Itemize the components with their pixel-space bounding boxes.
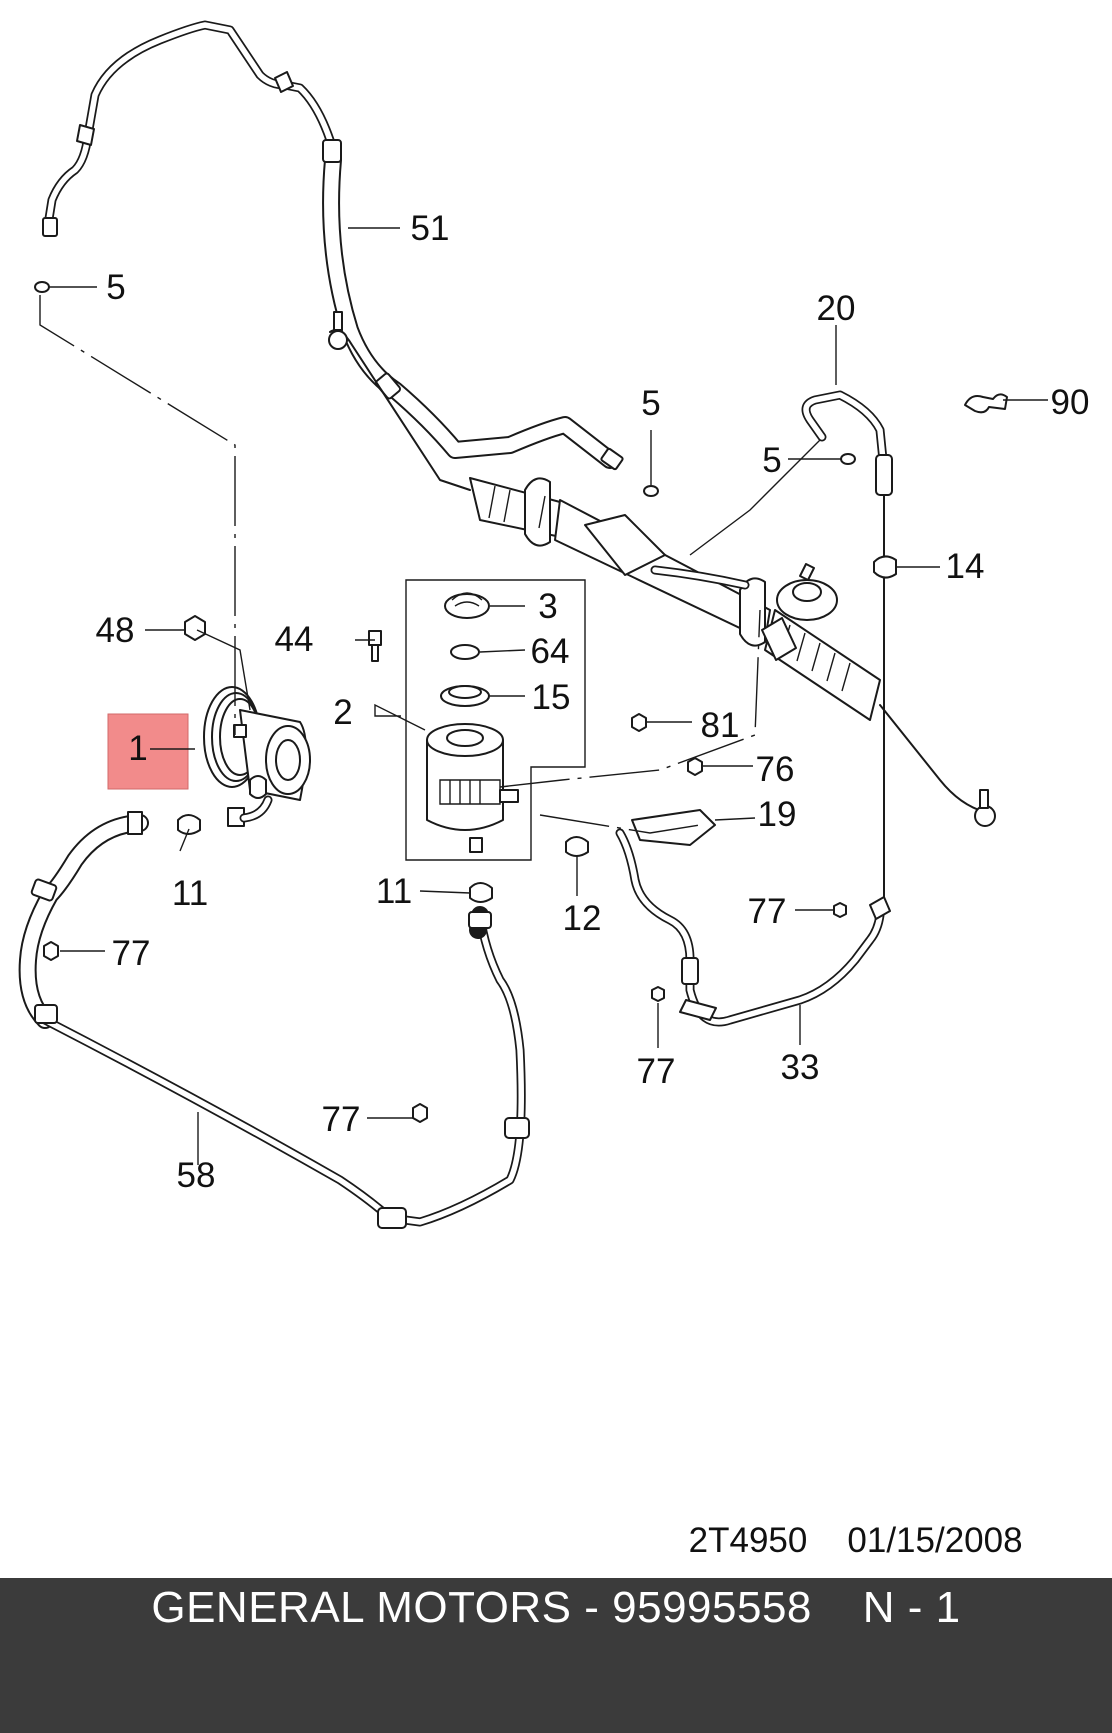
callout-81: 81	[701, 706, 740, 745]
nut-77c	[833, 902, 847, 918]
power-steering-pump	[203, 686, 311, 801]
nut-77b	[412, 1103, 428, 1123]
callout-90: 90	[1051, 383, 1090, 422]
callout-3: 3	[538, 587, 557, 626]
callout-15: 15	[532, 678, 571, 717]
callout-58: 58	[177, 1156, 216, 1195]
callout-2: 2	[333, 693, 352, 732]
o-ring-5a	[34, 281, 50, 293]
o-ring-5b	[643, 485, 659, 497]
nut-81	[631, 713, 647, 732]
reference-lines	[39, 295, 761, 834]
nut-76	[687, 757, 703, 776]
callout-48: 48	[96, 611, 135, 650]
clamp-12	[565, 836, 589, 857]
callout-51: 51	[411, 209, 450, 248]
callout-5a: 5	[106, 268, 125, 307]
drawing-code: 2T4950	[689, 1521, 808, 1560]
callout-20: 20	[817, 289, 856, 328]
callout-5c: 5	[762, 441, 781, 480]
nut-48	[184, 615, 206, 641]
o-ring-5c	[840, 453, 856, 465]
callout-64: 64	[531, 632, 570, 671]
callout-1: 1	[128, 729, 147, 768]
return-pipe-33	[615, 828, 891, 1027]
callout-77d: 77	[637, 1052, 676, 1091]
highlight-box-part-1	[107, 713, 189, 790]
callout-12: 12	[563, 899, 602, 938]
bolt-44	[368, 630, 382, 662]
reservoir-group	[405, 579, 586, 861]
callout-11b: 11	[376, 872, 412, 911]
steering-gear	[328, 311, 996, 827]
nut-77a	[43, 941, 59, 961]
leader-lines	[48, 227, 1048, 1165]
bracket-19	[631, 809, 716, 846]
pressure-hose-51	[42, 20, 624, 471]
callout-19: 19	[758, 795, 797, 834]
callout-5b: 5	[641, 384, 660, 423]
suction-hose-58	[18, 795, 530, 1229]
clip-14	[873, 555, 897, 579]
footer-part-caption: GENERAL MOTORS - 95995558 N - 1	[151, 1583, 961, 1632]
callout-76: 76	[756, 750, 795, 789]
callout-77c: 77	[748, 892, 787, 931]
footer-bar	[0, 1578, 1112, 1733]
clamp-11b	[469, 882, 493, 903]
callout-14: 14	[946, 547, 985, 586]
callout-77a: 77	[112, 934, 151, 973]
callout-33: 33	[781, 1048, 820, 1087]
clamp-11a	[177, 814, 201, 835]
callout-44: 44	[275, 620, 314, 659]
drawing-date: 01/15/2008	[847, 1521, 1022, 1560]
callout-labels: 2 3 5 5 5 11 11 12 14 15 19 20 33 44 48 …	[96, 209, 1090, 1195]
parts-diagram: 2T4950 01/15/2008 2 3 5 5 5 11 11 12 14 …	[18, 20, 1090, 1560]
nut-77d	[651, 986, 665, 1002]
callout-77b: 77	[322, 1100, 361, 1139]
callout-11a: 11	[172, 874, 208, 913]
clip-90	[964, 393, 1008, 414]
